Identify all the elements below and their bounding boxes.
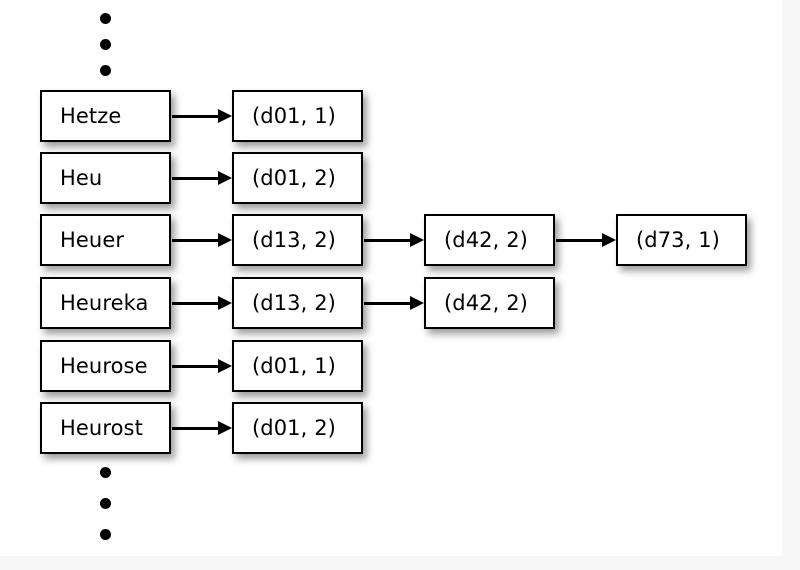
arrow-shaft [556, 239, 602, 242]
posting-node[interactable]: (d01, 2) [232, 152, 363, 204]
posting-label: (d01, 2) [252, 415, 336, 440]
arrow-head [218, 171, 232, 185]
arrow-head [602, 233, 616, 247]
arrow-head [218, 296, 232, 310]
posting-node[interactable]: (d01, 2) [232, 402, 363, 454]
term-label: Heu [60, 165, 103, 190]
arrow-shaft [172, 427, 218, 430]
posting-node[interactable]: (d01, 1) [232, 90, 363, 142]
arrow-shaft [172, 115, 218, 118]
ellipsis-bottom [100, 467, 111, 545]
posting-label: (d01, 1) [252, 103, 336, 128]
arrow-head [410, 296, 424, 310]
arrow-term-to-posting [172, 171, 232, 185]
term-node[interactable]: Hetze [40, 90, 171, 142]
arrow-posting-to-posting [556, 233, 616, 247]
arrow-term-to-posting [172, 421, 232, 435]
term-node[interactable]: Heureka [40, 277, 171, 329]
arrow-posting-to-posting [364, 296, 424, 310]
ellipsis-dot [100, 529, 111, 540]
ellipsis-dot [100, 498, 111, 509]
ellipsis-dot [100, 39, 111, 50]
term-node[interactable]: Heuer [40, 214, 171, 266]
ellipsis-dot [100, 65, 111, 76]
arrow-head [218, 421, 232, 435]
term-node[interactable]: Heurose [40, 340, 171, 392]
arrow-shaft [172, 365, 218, 368]
arrow-term-to-posting [172, 109, 232, 123]
term-label: Heurost [60, 415, 143, 440]
ellipsis-dot [100, 467, 111, 478]
arrow-shaft [172, 302, 218, 305]
posting-label: (d13, 2) [252, 227, 336, 252]
arrow-shaft [172, 239, 218, 242]
posting-label: (d01, 2) [252, 165, 336, 190]
arrow-term-to-posting [172, 233, 232, 247]
arrow-head [218, 233, 232, 247]
term-node[interactable]: Heurost [40, 402, 171, 454]
ellipsis-dot [100, 13, 111, 24]
posting-node[interactable]: (d73, 1) [616, 214, 747, 266]
posting-label: (d01, 1) [252, 353, 336, 378]
posting-label: (d73, 1) [636, 227, 720, 252]
term-node[interactable]: Heu [40, 152, 171, 204]
term-label: Hetze [60, 103, 122, 128]
arrow-term-to-posting [172, 296, 232, 310]
posting-node[interactable]: (d01, 1) [232, 340, 363, 392]
arrow-head [218, 359, 232, 373]
arrow-shaft [364, 302, 410, 305]
posting-label: (d42, 2) [444, 290, 528, 315]
term-label: Heurose [60, 353, 148, 378]
posting-node[interactable]: (d13, 2) [232, 277, 363, 329]
arrow-head [410, 233, 424, 247]
posting-node[interactable]: (d42, 2) [424, 214, 555, 266]
term-label: Heureka [60, 290, 149, 315]
arrow-posting-to-posting [364, 233, 424, 247]
arrow-shaft [364, 239, 410, 242]
arrow-term-to-posting [172, 359, 232, 373]
posting-node[interactable]: (d42, 2) [424, 277, 555, 329]
posting-label: (d13, 2) [252, 290, 336, 315]
ellipsis-top [100, 13, 111, 81]
arrow-head [218, 109, 232, 123]
posting-node[interactable]: (d13, 2) [232, 214, 363, 266]
term-label: Heuer [60, 227, 125, 252]
posting-label: (d42, 2) [444, 227, 528, 252]
arrow-shaft [172, 177, 218, 180]
